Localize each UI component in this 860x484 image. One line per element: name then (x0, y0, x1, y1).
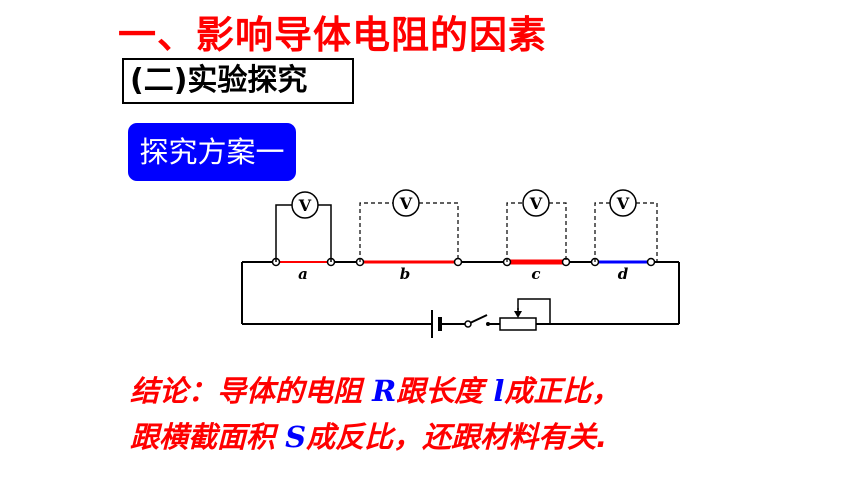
voltmeter-symbol: V (529, 194, 543, 213)
length-symbol: l (493, 374, 505, 408)
scheme-badge: 探究方案一 (128, 123, 296, 181)
conclusion-line-1: 结论：导体的电阻 R跟长度 l成正比， (130, 368, 620, 410)
segment-label-a: a (298, 265, 308, 283)
voltmeter-icon (522, 189, 550, 217)
switch-icon (464, 314, 490, 328)
conclusion-prefix: 结论：导体的电阻 (130, 374, 373, 408)
voltmeter-symbol: V (616, 194, 630, 213)
voltmeter-d: V (594, 189, 658, 262)
voltmeter-icon (609, 189, 637, 217)
segment-label-b: b (400, 265, 411, 283)
rheostat-icon (499, 298, 551, 331)
slide-title: 一、影响导体电阻的因素 (118, 13, 548, 57)
conclusion-prefix-2: 跟横截面积 (130, 420, 286, 454)
voltmeter-symbol: V (399, 194, 413, 213)
resistance-symbol: R (372, 374, 397, 408)
section-subtitle: (二)实验探究 (122, 58, 354, 104)
voltmeter-symbol: V (298, 196, 312, 215)
voltmeter-b: V (359, 189, 459, 262)
conclusion-middle: 跟长度 (396, 374, 494, 408)
voltmeter-icon (392, 189, 420, 217)
battery-icon (431, 310, 442, 338)
voltmeter-c: V (506, 189, 567, 262)
conclusion-line-2: 跟横截面积 S成反比，还跟材料有关. (130, 414, 607, 456)
voltmeter-icon (291, 191, 319, 219)
segment-label-c: c (531, 265, 540, 283)
conclusion-suffix: 成正比， (504, 374, 621, 408)
voltmeter-a: V (275, 191, 332, 262)
area-symbol: S (285, 420, 307, 454)
conclusion-suffix-2: 成反比，还跟材料有关. (306, 420, 608, 454)
segment-label-d: d (618, 265, 629, 283)
